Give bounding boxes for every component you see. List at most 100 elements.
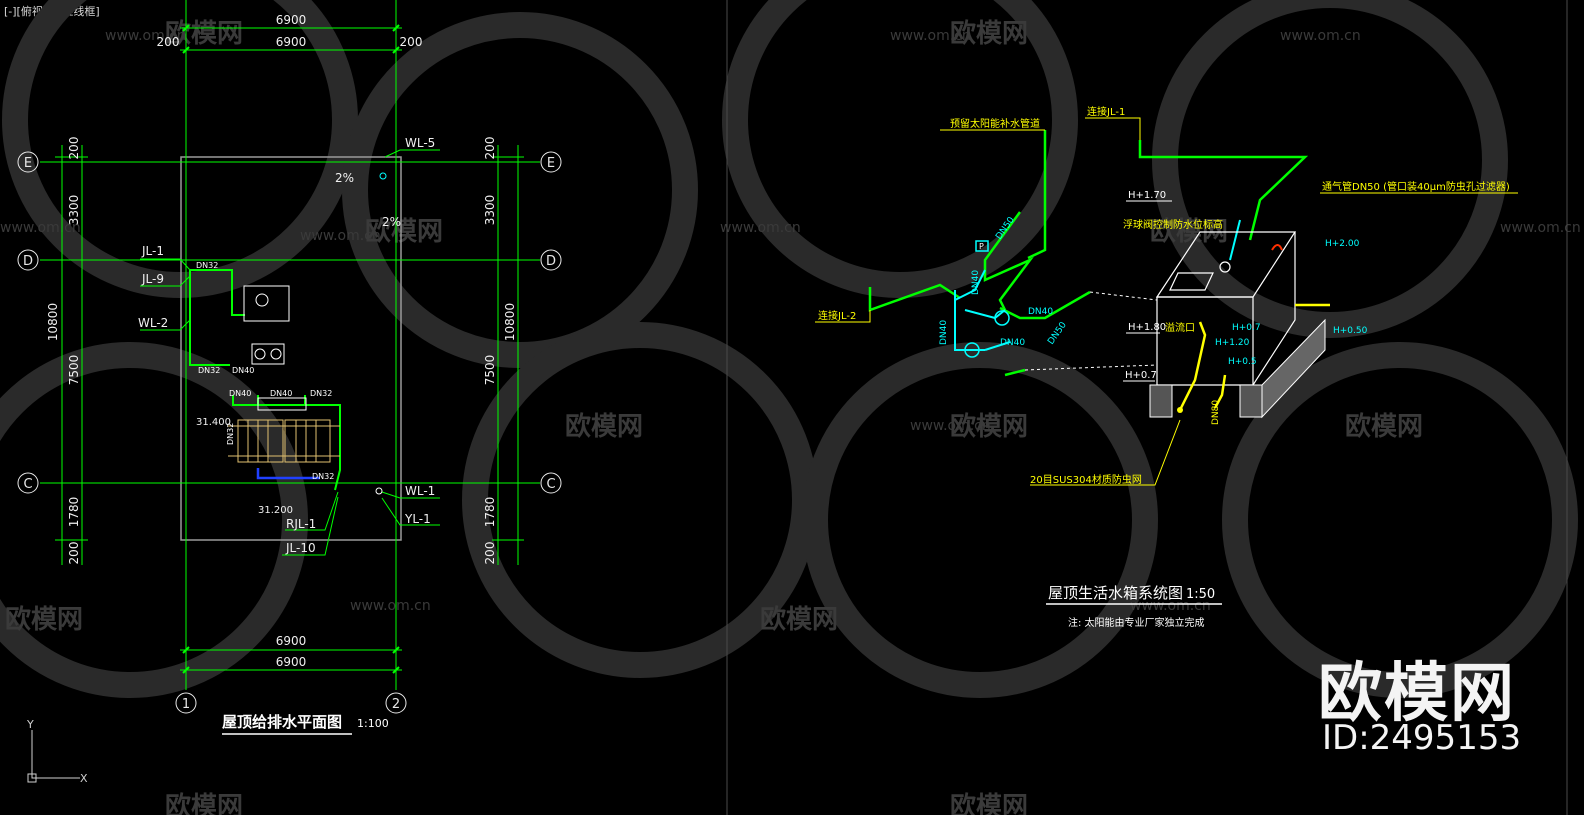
dim-left-texts: 200 3300 7500 1780 200 10800 — [46, 137, 81, 565]
svg-text:10800: 10800 — [46, 303, 60, 341]
red-float-marker — [1271, 244, 1283, 251]
axis-e-right: E — [547, 156, 555, 171]
svg-text:DN32: DN32 — [198, 366, 220, 375]
svg-text:DN40: DN40 — [1000, 338, 1025, 348]
system-valves — [964, 240, 1010, 358]
svg-text:www.om.cn: www.om.cn — [720, 220, 801, 236]
watermark-brand: 欧模网 — [950, 18, 1028, 49]
svg-text:DN40: DN40 — [229, 389, 251, 398]
label-conn1: 连接JL-1 — [1087, 105, 1125, 118]
plan-scale: 1:100 — [357, 717, 389, 730]
dim-texts: 6900 6900 200 200 6900 6900 — [157, 13, 423, 669]
label-wl5: WL-5 — [405, 136, 435, 150]
svg-text:DN40: DN40 — [939, 320, 949, 345]
label-slope2: 2% — [382, 215, 401, 229]
label-elev2: 31.200 — [258, 505, 293, 516]
svg-text:7500: 7500 — [483, 355, 497, 386]
axis-c-left: C — [23, 477, 32, 492]
svg-text:www.om.cn: www.om.cn — [1500, 220, 1581, 236]
plan-pipes — [189, 269, 341, 491]
svg-text:www.om.cn: www.om.cn — [0, 220, 81, 236]
axis-e-left: E — [24, 156, 32, 171]
axis-2: 2 — [392, 697, 400, 712]
label-yl1: YL-1 — [404, 512, 431, 526]
ucs-icon — [27, 730, 80, 783]
svg-text:www.om.cn: www.om.cn — [910, 418, 991, 434]
label-h120: H+1.20 — [1215, 338, 1250, 348]
svg-text:1780: 1780 — [483, 497, 497, 528]
system-title: 屋顶生活水箱系统图 — [1048, 584, 1183, 602]
label-rjl1: RJL-1 — [286, 517, 316, 531]
watermark-brand: 欧模网 — [760, 604, 838, 635]
watermark-circles — [0, 0, 1578, 698]
label-h07b: H+0.7 — [1232, 323, 1261, 333]
axis-d-right: D — [546, 254, 556, 269]
watermark-id: ID:2495153 — [1322, 718, 1522, 758]
svg-text:3300: 3300 — [483, 195, 497, 226]
svg-text:www.om.cn: www.om.cn — [300, 228, 381, 244]
dashed-links — [1024, 291, 1158, 371]
svg-text:10800: 10800 — [503, 303, 517, 341]
watermark-brand: 欧模网 — [165, 18, 243, 49]
label-h050: H+0.50 — [1333, 326, 1368, 336]
svg-text:7500: 7500 — [67, 355, 81, 386]
label-jl9: JL-9 — [141, 272, 164, 286]
plan-drawing: E D C E D C 1 2 6900 6900 200 200 6900 6… — [17, 0, 562, 785]
watermark-brand: 欧模网 — [365, 216, 443, 247]
svg-text:DN40: DN40 — [232, 366, 254, 375]
system-labels: 预留太阳能补水管道 连接JL-1 连接JL-2 通气管DN50 (管口装40μm… — [818, 105, 1510, 486]
system-cyan-level-labels: H+2.00 H+0.7 H+1.20 H+0.50 H+0.5 — [1215, 239, 1368, 367]
svg-text:DN32: DN32 — [310, 389, 332, 398]
svg-text:www.om.cn: www.om.cn — [105, 28, 186, 44]
label-h180: H+1.80 — [1128, 322, 1166, 333]
pressure-p: P — [979, 242, 984, 251]
svg-text:DN32: DN32 — [196, 261, 218, 270]
svg-text:DN50: DN50 — [1046, 320, 1069, 347]
plan-pipe-labels: DN32 DN32 DN40 DN40 DN40 DN32 DN32 DN32 — [196, 261, 334, 481]
axis-c-right: C — [546, 477, 555, 492]
svg-text:DN40: DN40 — [971, 270, 981, 295]
blue-pipe — [256, 468, 320, 480]
axis-1: 1 — [182, 697, 190, 712]
svg-text:DN32: DN32 — [226, 423, 235, 445]
system-leaders — [815, 117, 1518, 486]
svg-text:DN32: DN32 — [312, 472, 334, 481]
watermark-texts: 欧模网 欧模网 欧模网 欧模网 欧模网 欧模网 欧模网 欧模网 欧模网 欧模网 … — [5, 18, 1423, 815]
label-h05: H+0.5 — [1228, 357, 1257, 367]
dim-right-texts: 200 3300 7500 1780 200 10800 — [483, 137, 517, 565]
svg-text:1780: 1780 — [67, 497, 81, 528]
watermark-brand: 欧模网 — [565, 411, 643, 442]
watermark-brand: 欧模网 — [1345, 411, 1423, 442]
tank-supports — [1149, 318, 1326, 419]
plan-leaders — [140, 149, 440, 556]
plan-title: 屋顶给排水平面图 — [222, 713, 342, 731]
svg-text:200: 200 — [483, 542, 497, 565]
dim-bottom-2: 6900 — [276, 655, 307, 669]
plan-labels: WL-5 2% 2% JL-1 JL-9 WL-2 WL-1 YL-1 RJL-… — [138, 136, 435, 555]
svg-text:DN40: DN40 — [1028, 307, 1053, 317]
level-underlines — [1123, 200, 1172, 382]
watermark-brand: 欧模网 — [950, 791, 1028, 815]
watermark-brand: 欧模网 — [950, 411, 1028, 442]
dim-top-1: 6900 — [276, 13, 307, 27]
svg-text:200: 200 — [67, 542, 81, 565]
system-level-labels: H+1.70 H+1.80 H+0.7 — [1125, 190, 1166, 381]
pipe-dn80: DN80 — [1211, 400, 1221, 425]
label-h170: H+1.70 — [1128, 190, 1166, 201]
label-screen: 20目SUS304材质防虫网 — [1030, 473, 1142, 486]
system-scale: 1:50 — [1186, 587, 1215, 602]
axis-d-left: D — [23, 254, 33, 269]
system-yellow-pipes — [1178, 303, 1330, 411]
svg-text:200: 200 — [67, 137, 81, 160]
label-wl2: WL-2 — [138, 316, 168, 330]
dim-bottom-1: 6900 — [276, 634, 307, 648]
label-reserve: 预留太阳能补水管道 — [950, 117, 1040, 130]
dim-top-side-left: 200 — [157, 35, 180, 49]
label-elev1: 31.400 — [196, 417, 231, 428]
axis-labels: E D C E D C 1 2 — [23, 156, 556, 712]
label-h07a: H+0.7 — [1125, 370, 1157, 381]
svg-text:www.om.cn: www.om.cn — [350, 598, 431, 614]
plan-equipment — [243, 285, 307, 411]
screen-point — [1177, 407, 1183, 413]
